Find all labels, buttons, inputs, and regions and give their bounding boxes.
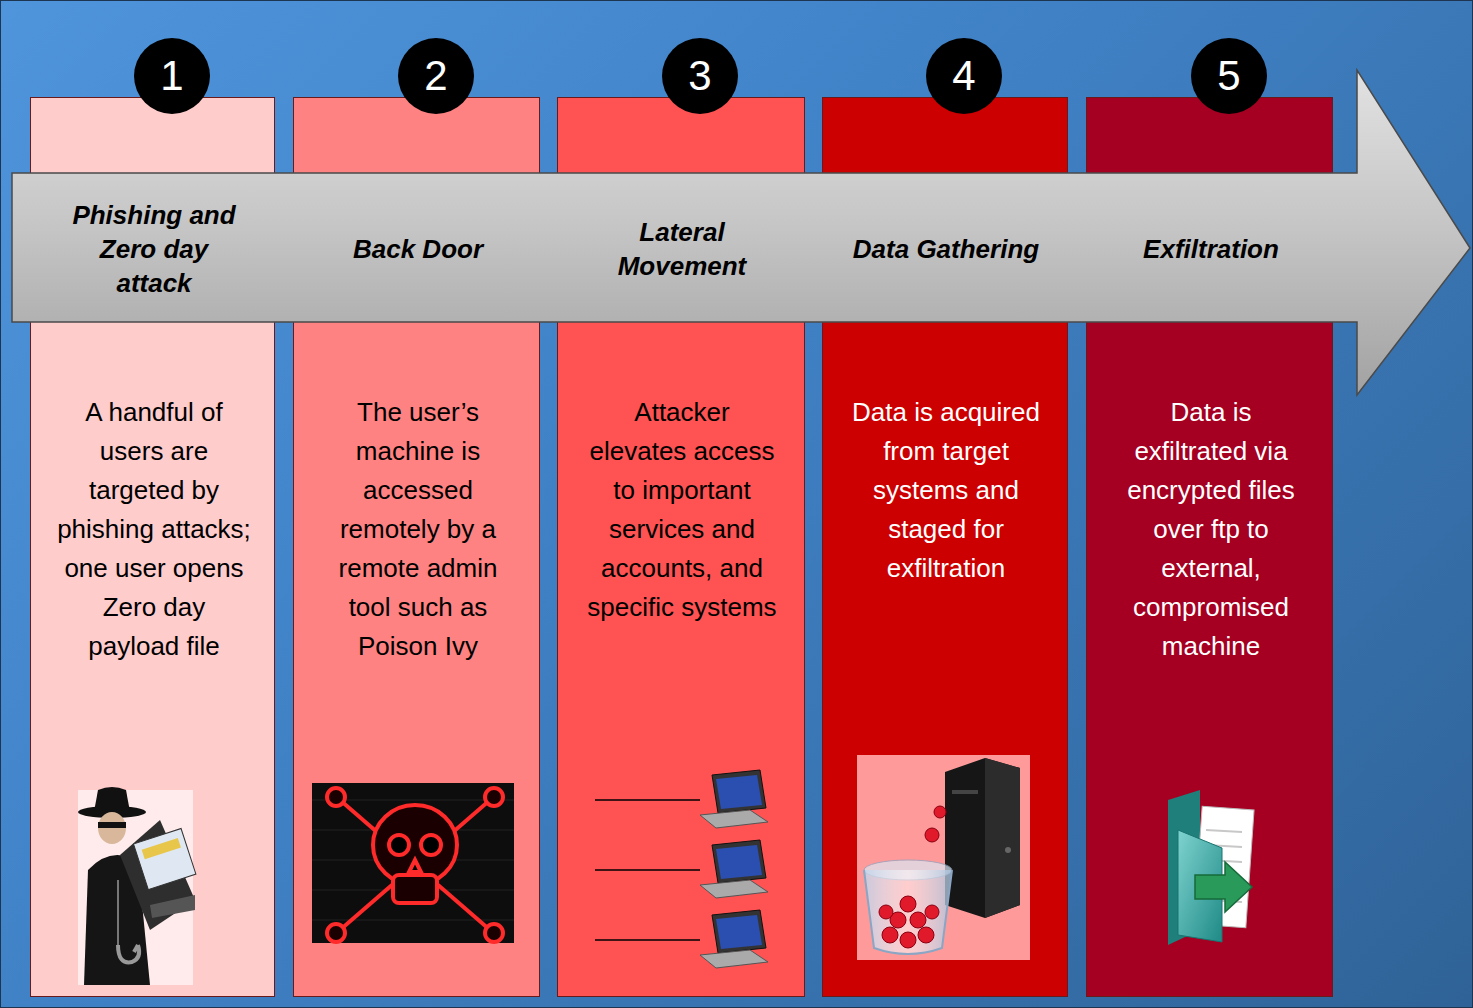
stage-title: Exfiltration [1116, 232, 1306, 266]
step-number-circle: 5 [1191, 38, 1267, 114]
stage-description: Attacker elevates access to important se… [584, 393, 780, 627]
skull-icon [312, 783, 514, 943]
stage-description: The user’s machine is accessed remotely … [320, 393, 516, 666]
stage-column: Lateral MovementAttacker elevates access… [557, 97, 805, 997]
step-number-circle: 2 [398, 38, 474, 114]
step-number: 4 [952, 52, 975, 99]
folder-icon [1168, 790, 1254, 945]
phisher-icon [78, 787, 196, 985]
stage-title: Data Gathering [851, 232, 1041, 266]
process-arrow [12, 70, 1470, 395]
step-number-circle: 3 [662, 38, 738, 114]
step-number: 5 [1217, 52, 1240, 99]
stage-column: Phishing and Zero day attack A handful of… [30, 97, 275, 997]
step-number-circle: 1 [134, 38, 210, 114]
stage-title: Lateral Movement [587, 215, 777, 283]
stage-title: Phishing and Zero day attack [59, 198, 249, 300]
step-number-circle: 4 [926, 38, 1002, 114]
step-number: 3 [688, 52, 711, 99]
stage-description: Data is exfiltrated via encrypted files … [1113, 393, 1309, 666]
stage-column: Back DoorThe user’s machine is accessed … [293, 97, 540, 997]
stage-column: ExfiltrationData is exfiltrated via encr… [1086, 97, 1333, 997]
data-bucket-icon [857, 755, 1030, 960]
laptops-icon [595, 770, 768, 968]
step-number: 1 [160, 52, 183, 99]
step-number: 2 [424, 52, 447, 99]
stage-description: Data is acquired from target systems and… [848, 393, 1044, 588]
stage-description: A handful of users are targeted by phish… [56, 393, 252, 666]
stage-column: Data GatheringData is acquired from targ… [822, 97, 1068, 997]
stage-title: Back Door [323, 232, 513, 266]
